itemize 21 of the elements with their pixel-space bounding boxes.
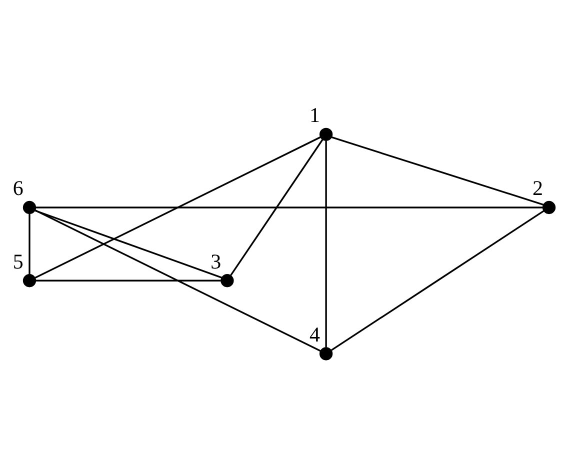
- connector: [230, 139, 324, 276]
- node-label: 2: [532, 176, 543, 200]
- node-circle: [319, 347, 333, 360]
- node-label: 3: [210, 249, 222, 274]
- connector: [330, 210, 544, 351]
- node-circle: [22, 200, 36, 214]
- node-circle: [319, 128, 333, 141]
- node-circle: [220, 274, 234, 288]
- node-circle: [542, 200, 556, 214]
- connector: [36, 206, 542, 208]
- connector: [28, 214, 30, 275]
- connector: [325, 140, 327, 348]
- connector: [34, 210, 321, 352]
- node-label: 5: [12, 249, 24, 274]
- connector: [34, 136, 321, 279]
- connector: [36, 280, 221, 282]
- node-label: 4: [309, 322, 320, 346]
- connector: [331, 136, 544, 206]
- node-label: 6: [12, 176, 24, 200]
- node-label: 1: [309, 103, 320, 128]
- node-circle: [22, 274, 36, 288]
